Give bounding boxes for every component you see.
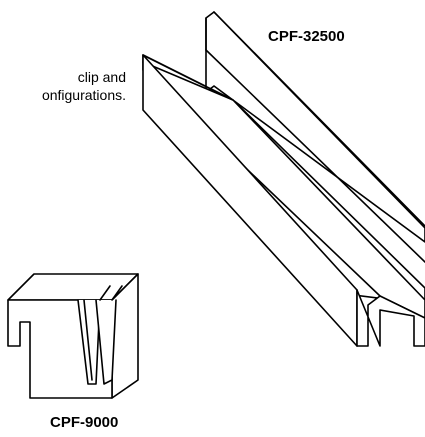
clip-prong-right [95, 299, 117, 385]
channel-top-edge [213, 11, 425, 227]
description-caption: clip and onfigurations. [8, 68, 126, 104]
channel-extrusion-illustration [142, 11, 425, 347]
clip-prong-inner-line [83, 299, 93, 381]
caption-line-1: clip and [77, 69, 126, 85]
caption-line-2: onfigurations. [41, 87, 126, 103]
channel-lip-top-edge [142, 54, 234, 101]
channel-end-section [356, 289, 425, 347]
clip-slot-edge [111, 285, 123, 301]
clip-illustration [7, 273, 139, 399]
clip-part-label: CPF-9000 [50, 414, 119, 431]
channel-inner-crease [205, 49, 425, 263]
clip-slot-edge-2 [99, 285, 111, 301]
channel-part-label: CPF-32500 [268, 28, 345, 45]
